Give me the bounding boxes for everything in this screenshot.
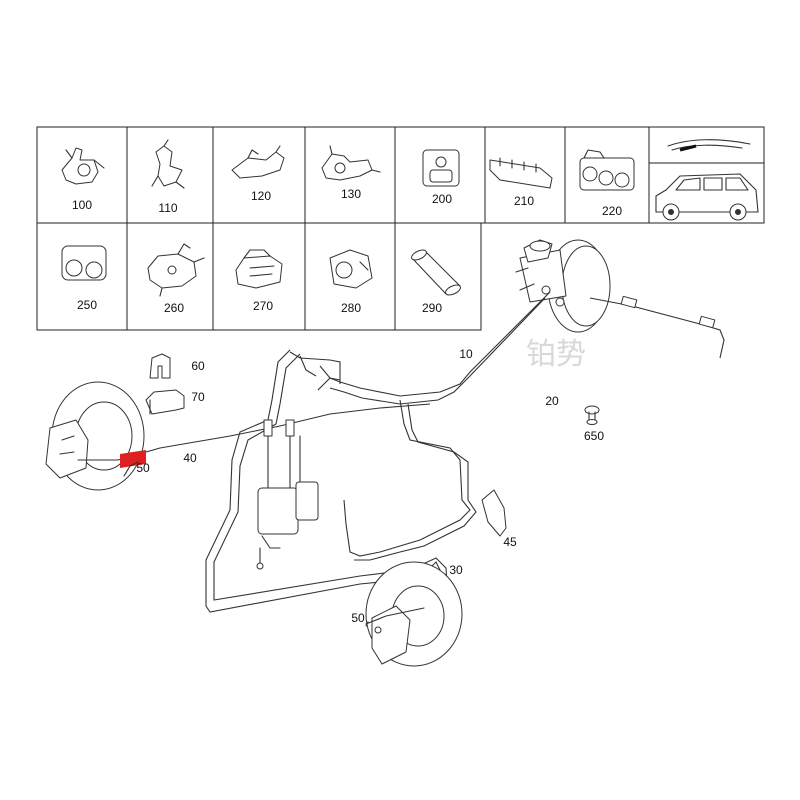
plate-clip-icon — [231, 145, 285, 179]
thumb-cell-100[interactable]: 100 — [36, 126, 128, 224]
callout-50-front[interactable]: 50 — [136, 461, 150, 475]
brake-line-body-right[interactable] — [343, 399, 471, 557]
sleeve-tube-icon — [411, 249, 461, 296]
thumb-cell-250[interactable]: 250 — [36, 222, 128, 331]
thumbnail-grid: 100 110 120 130 — [36, 126, 765, 331]
callout-30[interactable]: 30 — [449, 563, 463, 577]
brake-line-40[interactable] — [159, 403, 431, 449]
thumb-label-130: 130 — [341, 187, 361, 201]
thumb-cell-280[interactable]: 280 — [304, 222, 396, 331]
brake-line-body-right-inner[interactable] — [354, 403, 477, 561]
front-brake-disc[interactable] — [45, 381, 161, 491]
thumb-cell-270[interactable]: 270 — [212, 222, 306, 331]
windshield-icon — [667, 139, 751, 152]
thumb-cell-110[interactable]: 110 — [126, 126, 214, 224]
thumb-label-200: 200 — [432, 192, 452, 206]
callout-60[interactable]: 60 — [191, 359, 205, 373]
bracket-part-icon — [61, 147, 105, 185]
callout-50-rear[interactable]: 50 — [351, 611, 365, 625]
thumb-cell-130[interactable]: 130 — [304, 126, 396, 224]
callout-labels: 10 20 30 40 45 50 50 60 70 650 — [136, 347, 604, 625]
brake-line-10-inner[interactable] — [329, 297, 546, 405]
triple-clip-icon — [579, 149, 635, 191]
callout-leaders — [129, 461, 369, 627]
thumb-label-210: 210 — [514, 194, 534, 208]
thumb-cell-210[interactable]: 210 — [484, 126, 566, 224]
brake-hose-50-front[interactable] — [120, 450, 146, 477]
bolt-650[interactable] — [584, 405, 600, 425]
callout-70[interactable]: 70 — [191, 390, 205, 404]
clip-60[interactable] — [149, 353, 171, 379]
brake-booster[interactable] — [515, 239, 611, 333]
thumb-label-290: 290 — [422, 301, 442, 315]
brake-line-20[interactable] — [589, 297, 725, 359]
thumb-label-110: 110 — [158, 201, 177, 215]
thumb-cell-260[interactable]: 260 — [126, 222, 214, 331]
clip-part-icon — [151, 139, 185, 189]
callout-20[interactable]: 20 — [545, 394, 559, 408]
thumb-cell-220[interactable]: 220 — [564, 126, 650, 224]
brake-assembly — [45, 239, 725, 667]
thumb-cell-200[interactable]: 200 — [394, 126, 486, 224]
grommet-block-icon — [422, 149, 460, 187]
callout-45[interactable]: 45 — [503, 535, 517, 549]
double-clip-icon — [61, 245, 107, 281]
holder-part-icon — [321, 145, 381, 181]
pipe-holder-icon — [235, 249, 283, 289]
brake-line-10[interactable] — [317, 291, 551, 397]
hydraulic-unit[interactable] — [256, 419, 319, 570]
thumb-label-220: 220 — [602, 204, 622, 218]
thumb-label-260: 260 — [164, 301, 184, 315]
clip-70[interactable] — [145, 389, 185, 415]
multi-clip-strip-icon — [489, 157, 553, 189]
grommet-45[interactable] — [481, 489, 507, 537]
thumb-cell-120[interactable]: 120 — [212, 126, 306, 224]
thumb-label-250: 250 — [77, 298, 97, 312]
brake-line-upper-loop[interactable] — [289, 351, 341, 384]
line-20-connectors — [620, 295, 716, 329]
callout-10[interactable]: 10 — [459, 347, 473, 361]
thumb-label-270: 270 — [253, 299, 273, 313]
vehicle-reference — [648, 126, 765, 224]
mount-bracket-icon — [147, 243, 205, 297]
callout-650[interactable]: 650 — [584, 429, 604, 443]
thumb-label-120: 120 — [251, 189, 271, 203]
clamp-block-icon — [329, 249, 373, 289]
thumb-label-280: 280 — [341, 301, 361, 315]
thumb-cell-290[interactable]: 290 — [394, 222, 482, 331]
thumb-label-100: 100 — [72, 198, 92, 212]
rear-brake-disc[interactable] — [365, 561, 463, 667]
car-icon — [655, 173, 759, 221]
callout-40[interactable]: 40 — [183, 451, 197, 465]
watermark: 铂势 — [526, 338, 586, 371]
brake-line-underbody-inner[interactable] — [213, 353, 449, 601]
